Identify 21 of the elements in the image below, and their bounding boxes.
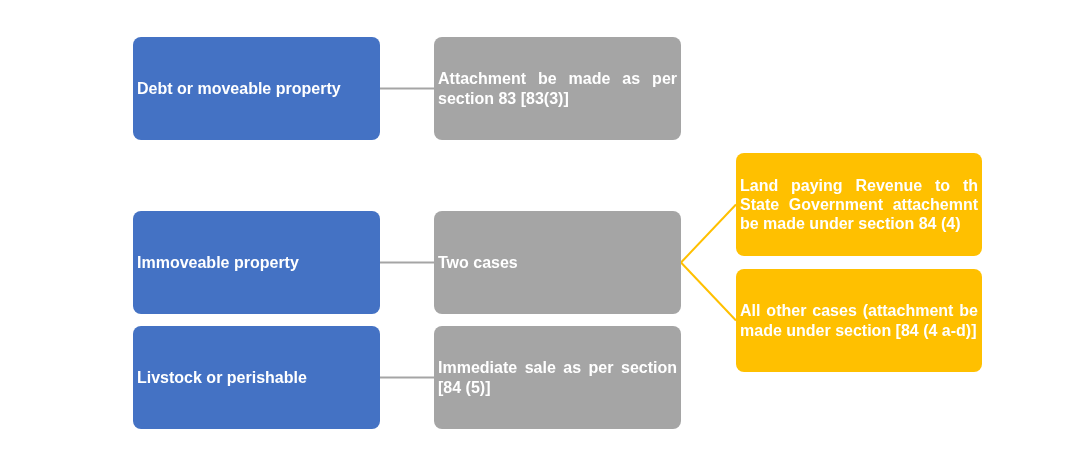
process-box [736,269,982,372]
box-text: Immoveable property [137,252,300,273]
connector-line [379,376,435,379]
process-box [133,326,380,429]
process-box [736,153,982,256]
box-text: Immediate sale as per section [84 (5)] [438,358,677,397]
box-text: Land paying Revenue to th State Government attachemnt be made under section 84 (4) [740,175,978,234]
process-box [133,211,380,314]
connector-line [680,203,737,264]
box-text: Livstock or perishable [137,367,308,388]
connector-line [379,87,435,90]
process-box [434,326,681,429]
connector-line [680,261,737,322]
connector-line [379,261,435,264]
process-box [133,37,380,140]
process-box [434,37,681,140]
box-text: Two cases [438,252,519,273]
box-text: Debt or moveable property [137,78,342,99]
box-text: All other cases (attachment be made under section [84 (4 a-d)] [740,301,978,340]
box-text: Attachment be made as per section 83 [83(3)] [438,69,677,108]
process-box [434,211,681,314]
